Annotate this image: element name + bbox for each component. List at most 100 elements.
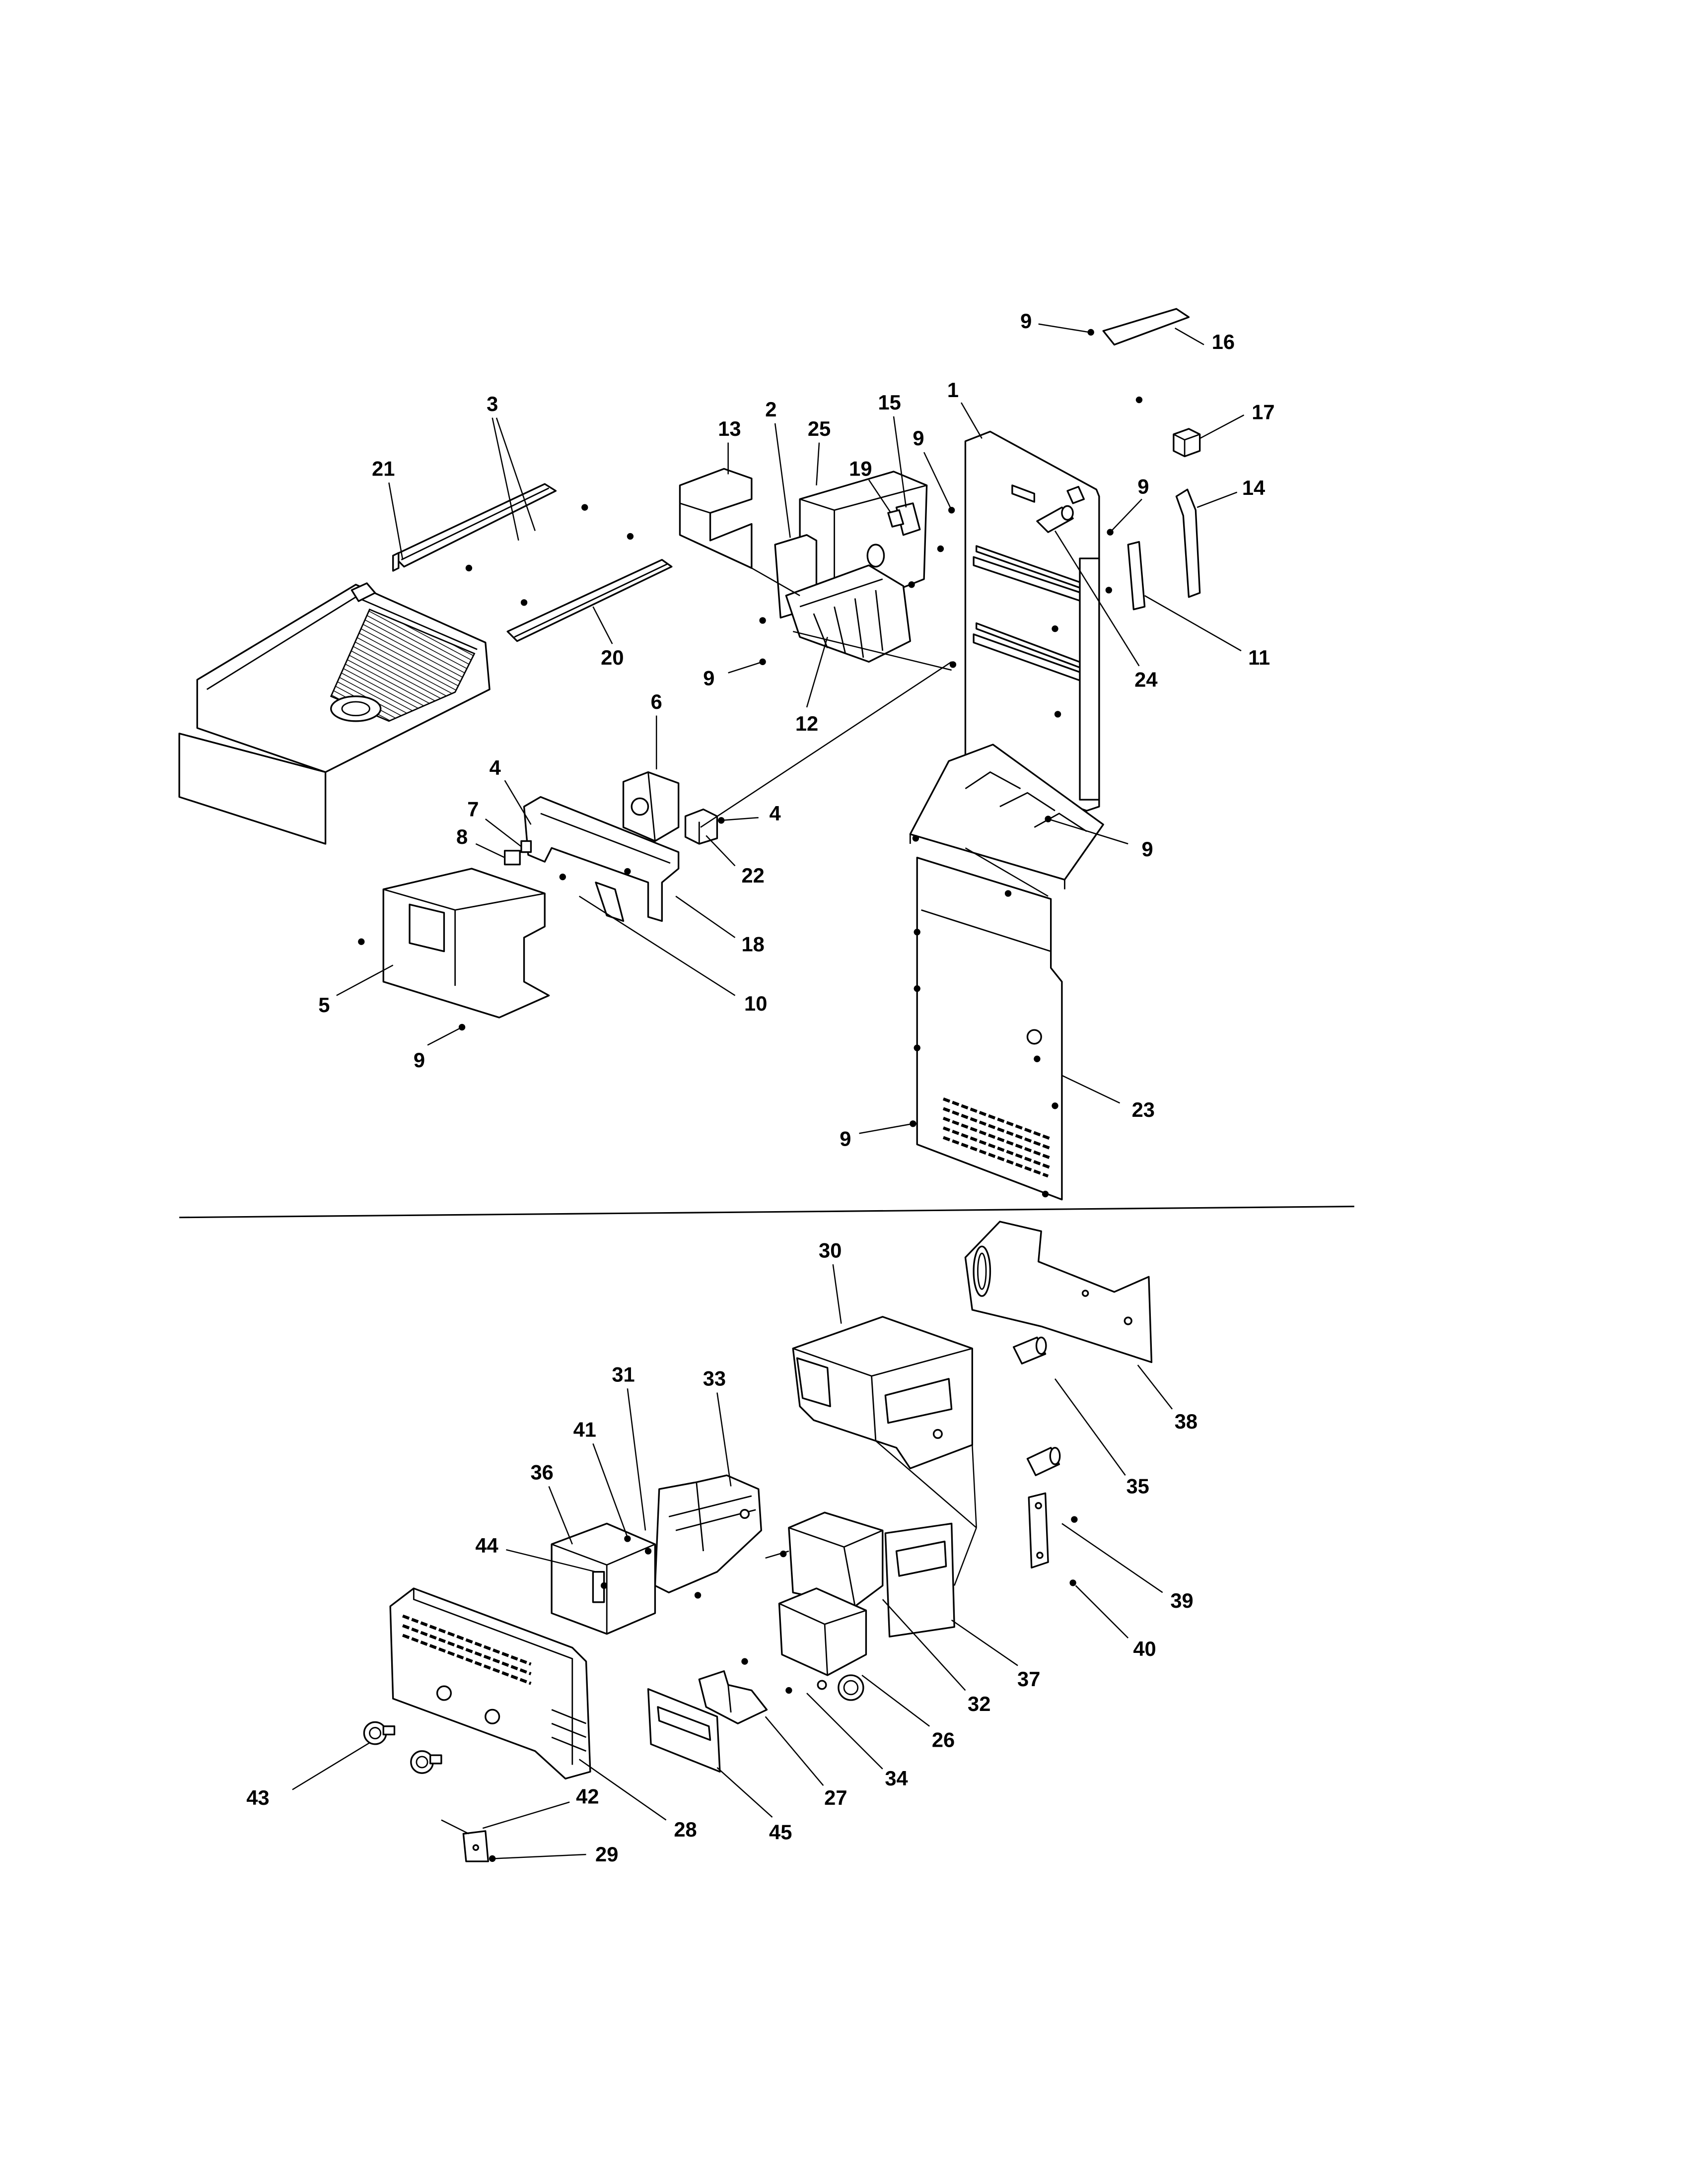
- leader-line: [774, 423, 791, 538]
- leader-line: [578, 1759, 667, 1821]
- callout-label: 36: [530, 1461, 553, 1484]
- callout-label: 1: [947, 378, 959, 402]
- bracket-38: [964, 1221, 1153, 1364]
- callout-label: 9: [414, 1048, 425, 1072]
- leader-line: [705, 835, 736, 867]
- callout-label: 32: [968, 1692, 990, 1715]
- leader-line: [859, 1123, 914, 1134]
- leader-line: [495, 417, 536, 531]
- leader-line: [721, 817, 759, 821]
- ice-bin: [178, 582, 491, 845]
- strip-14: [1175, 488, 1201, 598]
- screw: [559, 873, 566, 881]
- screw: [908, 581, 915, 588]
- crossbar-bracket: [503, 796, 680, 922]
- screw: [644, 1548, 652, 1555]
- screw: [624, 868, 631, 875]
- leader-line: [492, 417, 519, 541]
- leader-line: [592, 606, 613, 644]
- callout-label: 9: [703, 667, 714, 690]
- leader-line: [716, 1767, 773, 1818]
- section-divider: [179, 1206, 1354, 1219]
- leader-lines-lower: [292, 1264, 1173, 1859]
- callout-labels-upper: 16 9 17 1 15 2 25 13 3 21 19 9 9 14 11 2…: [318, 309, 1274, 1150]
- leader-line: [806, 1693, 883, 1770]
- leader-line: [506, 1549, 596, 1572]
- leader-line: [1054, 1378, 1126, 1476]
- leader-line: [1048, 818, 1128, 845]
- callout-label: 6: [651, 690, 662, 713]
- bracket-33: [654, 1474, 762, 1593]
- callout-label: 16: [1212, 330, 1235, 353]
- leader-line: [816, 442, 820, 485]
- callout-label: 18: [741, 933, 764, 956]
- leader-line: [1061, 1523, 1163, 1593]
- screw: [948, 507, 955, 514]
- leader-line: [861, 1675, 930, 1727]
- screw: [759, 658, 766, 665]
- screw: [780, 1550, 787, 1558]
- clip-11: [1127, 541, 1146, 611]
- leader-line: [627, 1388, 646, 1531]
- leader-line: [1038, 323, 1090, 333]
- screw: [785, 1687, 792, 1694]
- leader-line: [868, 479, 892, 514]
- screw: [1069, 1579, 1076, 1586]
- screw: [759, 617, 766, 624]
- screw: [937, 545, 944, 552]
- motor: [622, 771, 680, 842]
- leader-line: [765, 1716, 824, 1786]
- leader-line: [806, 636, 828, 708]
- callout-label: 45: [769, 1821, 792, 1844]
- screw: [627, 533, 634, 540]
- callout-label: 5: [318, 993, 330, 1017]
- leader-line: [485, 819, 522, 847]
- callout-label: 31: [612, 1363, 634, 1386]
- bracket-29: [462, 1830, 489, 1862]
- callout-label: 10: [744, 992, 767, 1015]
- callout-label: 23: [1132, 1098, 1155, 1121]
- callout-label: 17: [1252, 400, 1274, 423]
- callout-label: 34: [885, 1767, 908, 1790]
- slide-rail-upper: [392, 483, 557, 572]
- screw: [1071, 1516, 1078, 1523]
- callout-label: 9: [1020, 309, 1032, 333]
- leader-line: [961, 402, 983, 439]
- leader-lines-upper: [336, 323, 1245, 1134]
- screw: [489, 1855, 496, 1862]
- screw: [912, 835, 919, 842]
- leader-line: [388, 482, 404, 560]
- screw: [358, 938, 365, 945]
- callout-label: 13: [718, 417, 741, 440]
- actuator-27: [698, 1670, 768, 1724]
- callout-label: 30: [819, 1238, 842, 1262]
- callout-label: 35: [1126, 1474, 1149, 1498]
- leader-line: [832, 1264, 842, 1324]
- leader-line: [1144, 595, 1242, 652]
- mounting-panel: [964, 430, 1100, 812]
- housing-26: [778, 1587, 867, 1701]
- screws-upper: [358, 329, 1143, 1198]
- leader-line: [292, 1742, 370, 1790]
- slide-rail-lower: [506, 559, 673, 642]
- assembly-guide-lines: [441, 1440, 977, 1835]
- callout-label: 8: [456, 825, 468, 848]
- assembly-guide-lines: [700, 567, 1049, 897]
- spacer-pin: [1026, 1446, 1061, 1476]
- screw: [1045, 816, 1052, 822]
- screw: [694, 1592, 702, 1599]
- screws-lower: [489, 1516, 1078, 1862]
- leader-line: [548, 1486, 573, 1545]
- screw: [1087, 329, 1094, 336]
- callout-label: 38: [1175, 1410, 1197, 1433]
- leader-line: [1137, 1365, 1173, 1410]
- callout-label: 44: [475, 1534, 498, 1557]
- housing-36: [551, 1522, 656, 1635]
- callout-label: 39: [1170, 1589, 1193, 1612]
- callout-label: 9: [913, 426, 924, 450]
- screw: [1004, 890, 1012, 897]
- callout-label: 12: [795, 712, 818, 735]
- block-17: [1173, 428, 1201, 458]
- leader-line: [578, 895, 736, 996]
- screw: [1054, 711, 1061, 718]
